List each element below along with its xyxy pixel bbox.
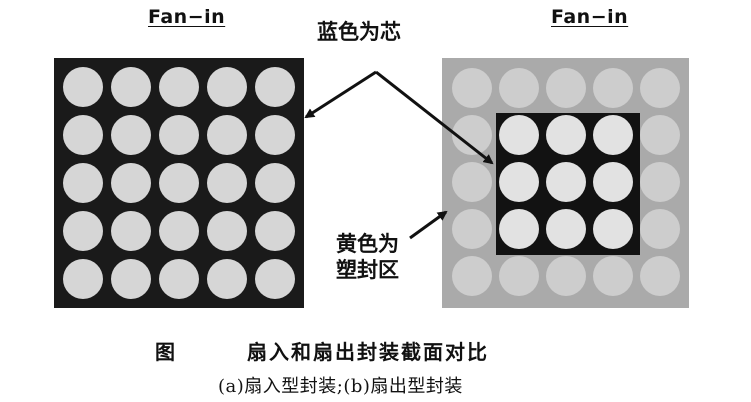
mold-callout-label-line2: 塑封区 [336, 258, 399, 282]
mold-solder-ball [452, 115, 492, 155]
solder-ball [207, 115, 247, 155]
mold-solder-ball [452, 68, 492, 108]
die-solder-ball [499, 162, 539, 202]
solder-ball [63, 163, 103, 203]
solder-ball [111, 259, 151, 299]
die-solder-ball [593, 115, 633, 155]
solder-ball [255, 67, 295, 107]
die-solder-ball [499, 209, 539, 249]
mold-solder-ball [499, 68, 539, 108]
solder-ball [255, 211, 295, 251]
solder-ball [111, 115, 151, 155]
core-callout-label: 蓝色为芯 [317, 20, 401, 44]
mold-solder-ball [452, 256, 492, 296]
die-solder-ball [593, 162, 633, 202]
arrow-to-mold-region [409, 210, 448, 240]
solder-ball [207, 163, 247, 203]
mold-solder-ball [640, 256, 680, 296]
solder-ball [159, 163, 199, 203]
fan-in-heading-right: Fan−in [551, 6, 629, 28]
solder-ball [111, 163, 151, 203]
mold-solder-ball [452, 209, 492, 249]
mold-solder-ball [593, 68, 633, 108]
solder-ball [63, 115, 103, 155]
solder-ball [63, 67, 103, 107]
solder-ball [255, 115, 295, 155]
solder-ball [111, 211, 151, 251]
mold-solder-ball [452, 162, 492, 202]
figure-caption: 图 扇入和扇出封装截面对比 [155, 336, 489, 365]
die-solder-ball [499, 115, 539, 155]
mold-solder-ball [640, 68, 680, 108]
solder-ball [111, 67, 151, 107]
solder-ball [159, 211, 199, 251]
solder-ball [63, 259, 103, 299]
figure-subcaption: (a)扇入型封装;(b)扇出型封装 [218, 376, 463, 397]
solder-ball [159, 67, 199, 107]
figure-label: 图 [155, 340, 175, 364]
fan-in-heading-left: Fan−in [148, 6, 226, 28]
solder-ball [255, 259, 295, 299]
arrow-to-fan-in-die [304, 70, 377, 119]
die-solder-ball [593, 209, 633, 249]
mold-callout-label-line1: 黄色为 [336, 232, 399, 256]
mold-solder-ball [593, 256, 633, 296]
die-solder-ball [546, 162, 586, 202]
solder-ball [63, 211, 103, 251]
die-solder-ball [546, 209, 586, 249]
mold-solder-ball [640, 209, 680, 249]
fan-in-package-diagram [54, 58, 304, 308]
mold-solder-ball [640, 162, 680, 202]
solder-ball [207, 259, 247, 299]
figure-title: 扇入和扇出封装截面对比 [247, 340, 489, 364]
solder-ball [207, 67, 247, 107]
mold-solder-ball [546, 68, 586, 108]
solder-ball [255, 163, 295, 203]
mold-solder-ball [640, 115, 680, 155]
fan-out-package-diagram [442, 58, 689, 308]
die-solder-ball [546, 115, 586, 155]
mold-solder-ball [546, 256, 586, 296]
solder-ball [207, 211, 247, 251]
mold-solder-ball [499, 256, 539, 296]
solder-ball [159, 115, 199, 155]
solder-ball [159, 259, 199, 299]
